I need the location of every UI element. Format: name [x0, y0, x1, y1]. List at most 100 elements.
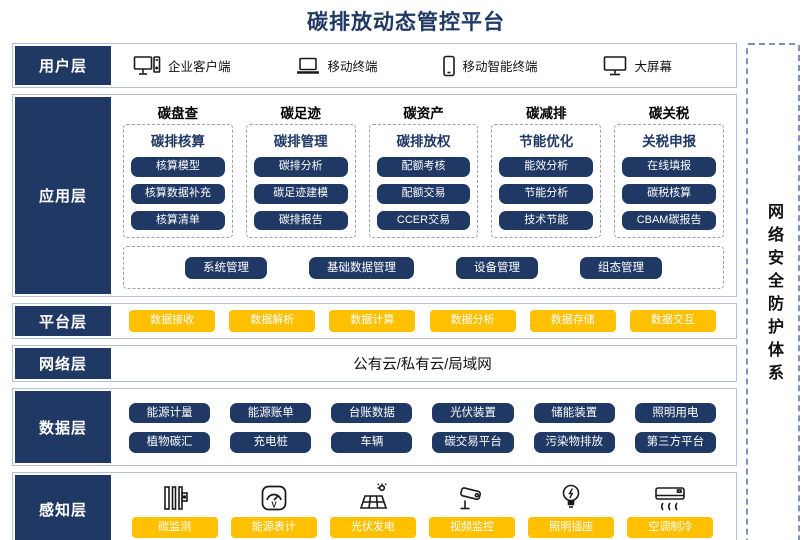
- app-column-header: 碳盘查: [157, 106, 199, 121]
- app-module: CBAM碳报告: [622, 210, 716, 231]
- air-conditioner-icon: [653, 479, 687, 513]
- sense-solar-power: 光伏发电: [323, 479, 422, 539]
- app-module: 碳税核算: [622, 183, 716, 204]
- user-terminal-label: 企业客户端: [168, 60, 231, 74]
- laptop-icon: [295, 56, 321, 76]
- platform-layer: 平台层 数据接收 数据解析 数据计算 数据分析 数据存储 数据交互: [12, 303, 737, 339]
- energy-meter-icon: V: [259, 479, 289, 513]
- app-module: 核算清单: [131, 210, 225, 231]
- carbon-monitor-icon: [160, 479, 190, 513]
- app-module: 能效分析: [499, 157, 594, 177]
- platform-layer-label: 平台层: [15, 306, 111, 336]
- user-terminal-label: 移动终端: [327, 60, 378, 74]
- platform-module: 数据交互: [629, 310, 716, 332]
- sense-energy-meter: V 能源表计: [224, 479, 323, 539]
- sense-label: 空调制冷: [627, 517, 714, 539]
- data-layer-label: 数据层: [15, 391, 111, 463]
- app-module: 配额交易: [376, 183, 471, 204]
- sense-air-conditioner: 空调制冷: [621, 479, 720, 539]
- app-common-module: 组态管理: [580, 256, 662, 279]
- user-terminal-bigscreen: 大屏幕: [602, 55, 673, 77]
- application-layer-label: 应用层: [15, 97, 111, 294]
- big-screen-icon: [602, 55, 628, 77]
- perception-layer: 感知层 碳监测: [12, 472, 737, 540]
- desktop-icon: [133, 55, 161, 77]
- app-column-carbon-tariff: 碳关税 关税申报 在线填报 碳税核算 CBAM碳报告: [614, 102, 724, 239]
- data-source: 第三方平台: [634, 432, 716, 453]
- app-module: 在线填报: [622, 157, 716, 177]
- security-sidebar-label: 网络安全防护体系: [765, 202, 782, 387]
- data-source: 照明用电: [634, 403, 716, 424]
- user-terminal-enterprise: 企业客户端: [133, 55, 231, 77]
- app-module: 碳排报告: [253, 210, 348, 231]
- app-module: 碳排分析: [253, 157, 348, 177]
- svg-text:V: V: [271, 501, 277, 510]
- user-terminal-mobile: 移动终端: [295, 56, 378, 76]
- app-column-carbon-inventory: 碳盘查 碳排核算 核算模型 核算数据补充 核算清单: [123, 102, 233, 239]
- sense-label: 能源表计: [230, 517, 317, 539]
- data-source: 光伏装置: [432, 403, 514, 424]
- app-column-subheader: 节能优化: [519, 134, 574, 149]
- user-terminal-label: 大屏幕: [634, 60, 673, 74]
- data-source: 碳交易平台: [432, 432, 514, 453]
- sense-label: 视频监控: [429, 517, 516, 539]
- data-source: 台账数据: [331, 403, 413, 424]
- security-sidebar: 网络安全防护体系: [746, 43, 800, 540]
- application-layer: 应用层 碳盘查 碳排核算 核算模型 核算数据补充 核算清单: [12, 94, 737, 297]
- phone-icon: [442, 55, 456, 77]
- app-column-subheader: 碳排管理: [273, 134, 328, 149]
- sense-label: 碳监测: [131, 517, 218, 539]
- app-module: 技术节能: [499, 210, 594, 231]
- data-source: 能源账单: [230, 403, 312, 424]
- app-column-header: 碳关税: [648, 106, 690, 121]
- platform-module: 数据存储: [529, 310, 616, 332]
- user-terminal-smart: 移动智能终端: [442, 55, 538, 77]
- app-column-header: 碳资产: [403, 106, 444, 121]
- page-title: 碳排放动态管控平台: [307, 11, 505, 34]
- app-module: 节能分析: [499, 183, 594, 204]
- solar-power-icon: [357, 479, 389, 513]
- platform-module: 数据分析: [429, 310, 516, 332]
- data-source: 能源计量: [129, 403, 211, 424]
- network-layer: 网络层 公有云/私有云/局域网: [12, 345, 737, 382]
- network-layer-label: 网络层: [15, 348, 111, 379]
- light-bulb-icon: [559, 479, 583, 513]
- app-common-module: 系统管理: [185, 256, 267, 279]
- app-module: 核算模型: [131, 157, 225, 177]
- platform-module: 数据计算: [329, 310, 416, 332]
- sense-video-monitor: 视频监控: [422, 479, 521, 539]
- app-column-subheader: 碳排放权: [396, 134, 451, 149]
- network-layer-content: 公有云/私有云/局域网: [353, 357, 492, 373]
- app-module: CCER交易: [376, 210, 471, 231]
- app-column-header: 碳足迹: [280, 106, 321, 121]
- platform-module: 数据解析: [229, 310, 316, 332]
- perception-layer-label: 感知层: [15, 475, 111, 540]
- app-column-carbon-reduction: 碳减排 节能优化 能效分析 节能分析 技术节能: [491, 102, 602, 239]
- sense-carbon-monitor: 碳监测: [125, 479, 224, 539]
- app-common-module: 基础数据管理: [309, 256, 414, 279]
- platform-module: 数据接收: [129, 310, 216, 332]
- sense-lighting-socket: 照明插座: [522, 479, 621, 539]
- app-column-header: 碳减排: [526, 106, 567, 121]
- app-module: 碳足迹建模: [253, 183, 348, 204]
- data-source: 车辆: [331, 432, 413, 453]
- user-terminal-label: 移动智能终端: [462, 60, 538, 74]
- app-common-module: 设备管理: [456, 256, 538, 279]
- app-common-modules: 系统管理 基础数据管理 设备管理 组态管理: [123, 246, 724, 290]
- data-source: 污染物排放: [533, 432, 615, 453]
- app-column-carbon-footprint: 碳足迹 碳排管理 碳排分析 碳足迹建模 碳排报告: [245, 102, 356, 239]
- app-column-subheader: 碳排核算: [150, 134, 205, 149]
- sense-label: 光伏发电: [329, 517, 416, 539]
- user-layer-label: 用户层: [15, 46, 111, 85]
- app-column-subheader: 关税申报: [642, 134, 697, 149]
- cctv-camera-icon: [456, 479, 488, 513]
- data-source: 储能装置: [533, 403, 615, 424]
- data-source: 植物碳汇: [129, 432, 211, 453]
- app-module: 配额考核: [376, 157, 471, 177]
- sense-label: 照明插座: [528, 517, 615, 539]
- data-source: 充电桩: [230, 432, 312, 453]
- user-layer: 用户层 企业客户端: [12, 43, 737, 88]
- data-layer: 数据层 能源计量 能源账单 台账数据 光伏装置 储能装置 照明用电 植物碳汇 充…: [12, 388, 737, 466]
- app-module: 核算数据补充: [131, 183, 225, 204]
